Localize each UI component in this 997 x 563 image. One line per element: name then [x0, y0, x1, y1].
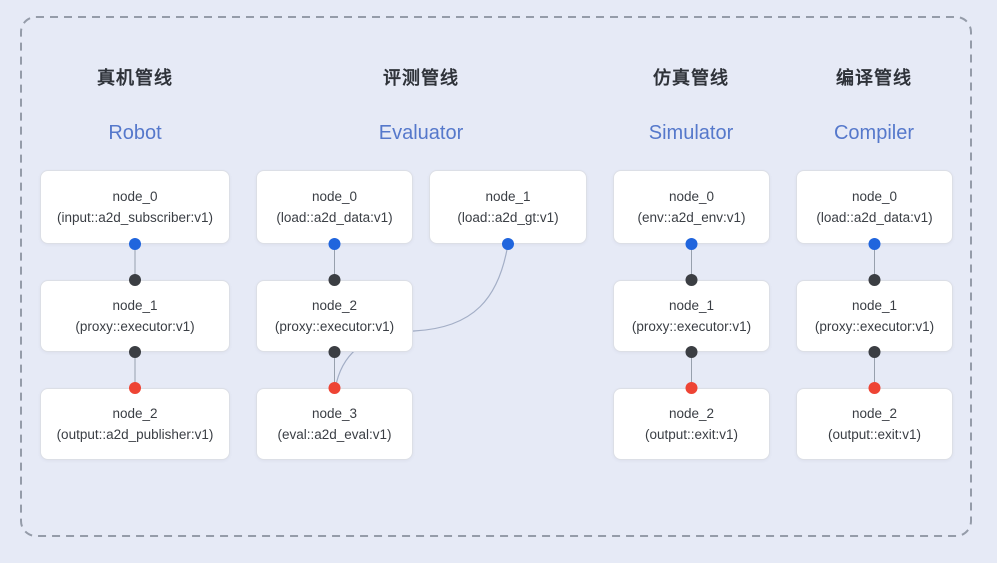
node-robot-0[interactable]: node_0 (input::a2d_subscriber:v1) — [40, 170, 230, 244]
node-type: (load::a2d_gt:v1) — [457, 210, 559, 225]
node-evaluator-0[interactable]: node_0 (load::a2d_data:v1) — [256, 170, 413, 244]
node-evaluator-2[interactable]: node_2 (proxy::executor:v1) — [256, 280, 413, 352]
pipeline-subtitle-evaluator: Evaluator — [378, 122, 464, 144]
node-robot-2[interactable]: node_2 (output::a2d_publisher:v1) — [40, 388, 230, 460]
pipeline-subtitle-compiler: Compiler — [833, 122, 915, 144]
node-type: (output::a2d_publisher:v1) — [56, 427, 214, 442]
node-name: node_2 — [668, 406, 715, 421]
pipeline-subtitle-simulator: Simulator — [648, 122, 734, 144]
node-type: (output::exit:v1) — [644, 427, 739, 442]
pipeline-subtitle-robot: Robot — [108, 122, 162, 144]
node-simulator-0[interactable]: node_0 (env::a2d_env:v1) — [613, 170, 770, 244]
node-name: node_2 — [112, 406, 158, 421]
pipeline-title-evaluator: 评测管线 — [383, 68, 459, 88]
pipeline-title-simulator: 仿真管线 — [653, 68, 729, 88]
node-name: node_2 — [311, 298, 358, 313]
pipeline-title-robot: 真机管线 — [97, 68, 173, 88]
node-robot-1[interactable]: node_1 (proxy::executor:v1) — [40, 280, 230, 352]
node-name: node_1 — [668, 298, 715, 313]
node-type: (env::a2d_env:v1) — [637, 210, 746, 225]
node-name: node_0 — [851, 189, 898, 204]
node-compiler-0[interactable]: node_0 (load::a2d_data:v1) — [796, 170, 953, 244]
node-name: node_1 — [485, 189, 531, 204]
node-type: (proxy::executor:v1) — [274, 319, 395, 334]
node-compiler-2[interactable]: node_2 (output::exit:v1) — [796, 388, 953, 460]
node-name: node_0 — [668, 189, 715, 204]
node-type: (load::a2d_data:v1) — [816, 210, 933, 225]
node-name: node_0 — [311, 189, 358, 204]
node-simulator-2[interactable]: node_2 (output::exit:v1) — [613, 388, 770, 460]
node-name: node_2 — [851, 406, 898, 421]
node-evaluator-3[interactable]: node_3 (eval::a2d_eval:v1) — [256, 388, 413, 460]
node-simulator-1[interactable]: node_1 (proxy::executor:v1) — [613, 280, 770, 352]
node-evaluator-1[interactable]: node_1 (load::a2d_gt:v1) — [429, 170, 587, 244]
node-type: (proxy::executor:v1) — [75, 319, 195, 334]
node-name: node_1 — [851, 298, 898, 313]
edge-evaluator-n1-n3-curve — [334, 243, 509, 388]
node-name: node_3 — [311, 406, 358, 421]
node-type: (load::a2d_data:v1) — [276, 210, 393, 225]
node-name: node_0 — [112, 189, 158, 204]
node-type: (output::exit:v1) — [827, 427, 922, 442]
pipeline-title-compiler: 编译管线 — [836, 68, 912, 88]
node-type: (proxy::executor:v1) — [631, 319, 752, 334]
node-name: node_1 — [112, 298, 158, 313]
node-compiler-1[interactable]: node_1 (proxy::executor:v1) — [796, 280, 953, 352]
node-type: (eval::a2d_eval:v1) — [277, 427, 392, 442]
node-type: (input::a2d_subscriber:v1) — [56, 210, 214, 225]
node-type: (proxy::executor:v1) — [814, 319, 935, 334]
